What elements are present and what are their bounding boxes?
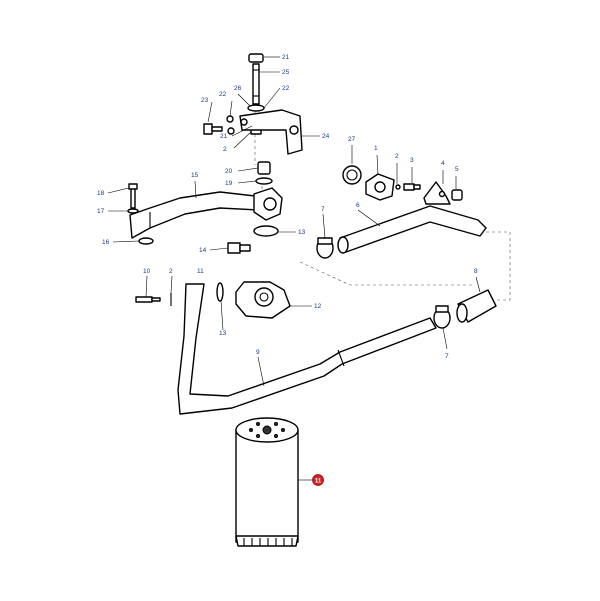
- mounting-bracket: [239, 109, 303, 155]
- stud-bolt: [252, 63, 260, 105]
- callout-22b: 22: [219, 91, 227, 98]
- callout-20: 20: [225, 168, 233, 175]
- highlight-callout-text: 11: [315, 478, 322, 484]
- callout-11-top: 11: [197, 268, 204, 275]
- callout-3: 3: [410, 157, 414, 164]
- nut-5: [451, 189, 463, 201]
- callout-8: 8: [474, 268, 478, 275]
- callout-26: 26: [234, 85, 242, 92]
- callout-12: 12: [314, 303, 322, 310]
- callout-21a: 21: [282, 54, 290, 61]
- highlight-callout-11[interactable]: 11: [312, 474, 324, 486]
- callout-25: 25: [282, 69, 290, 76]
- pipe-15: [129, 191, 259, 239]
- callout-5: 5: [455, 166, 459, 173]
- bolt-23: [203, 123, 223, 135]
- callout-13a: 13: [298, 229, 306, 236]
- callout-4: 4: [441, 160, 445, 167]
- bolt-3: [403, 183, 421, 191]
- callout-13b: 13: [219, 330, 227, 337]
- clip-4: [423, 181, 451, 205]
- callout-2a: 2: [223, 146, 227, 153]
- pipe-6: [337, 205, 487, 254]
- fitting-14: [227, 242, 251, 254]
- callout-23: 23: [201, 97, 209, 104]
- callout-9: 9: [256, 349, 260, 356]
- callout-14: 14: [199, 247, 207, 254]
- plug-20: [257, 161, 271, 175]
- leader-lines: [107, 56, 481, 481]
- callout-27: 27: [348, 136, 356, 143]
- oring-13-lower: [216, 282, 224, 302]
- callout-19: 19: [225, 180, 233, 187]
- callout-2c: 2: [169, 268, 173, 275]
- pipe-9: [177, 283, 437, 415]
- callout-18: 18: [97, 190, 105, 197]
- hose-clamp-7-upper: [316, 237, 334, 259]
- callout-labels: 21 25 26 22 22 23 21 2 24 27 1 2 3 4 5 2…: [97, 54, 478, 360]
- callout-7b: 7: [445, 353, 449, 360]
- callout-24: 24: [322, 133, 330, 140]
- callout-21b: 21: [220, 133, 228, 140]
- callout-22a: 22: [282, 85, 290, 92]
- oring-19: [255, 177, 273, 185]
- hose-clamp-7-lower: [433, 305, 451, 329]
- callout-1: 1: [374, 145, 378, 152]
- bolt-10: [135, 296, 161, 303]
- bolt-18: [128, 183, 138, 209]
- callout-6: 6: [356, 202, 360, 209]
- callout-10: 10: [143, 268, 151, 275]
- callout-7a: 7: [321, 206, 325, 213]
- callout-15: 15: [191, 172, 199, 179]
- callout-2b: 2: [395, 153, 399, 160]
- oring-16: [138, 237, 154, 245]
- callout-17: 17: [97, 208, 105, 215]
- oring-13-upper: [253, 225, 279, 237]
- oil-filter-11: [235, 417, 299, 547]
- adapter-housing: [253, 187, 283, 221]
- filter-head-12: [235, 281, 291, 319]
- flange-1: [365, 173, 395, 201]
- sleeve-8: [456, 289, 497, 323]
- washer-2-right: [395, 184, 401, 190]
- small-washers: [226, 115, 235, 135]
- seal-ring-27: [342, 165, 362, 185]
- callout-16: 16: [102, 239, 110, 246]
- top-nut: [248, 53, 264, 63]
